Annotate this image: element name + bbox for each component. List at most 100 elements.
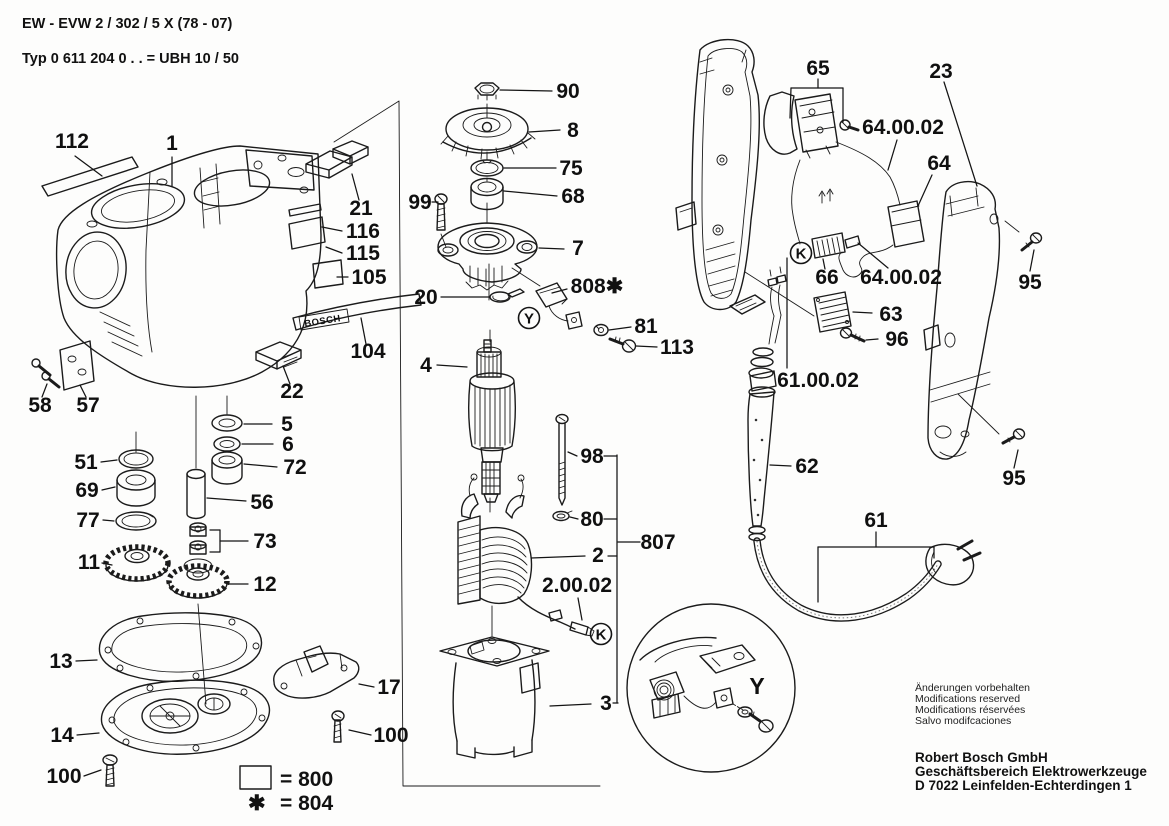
note-es: Salvo modifcaciones bbox=[915, 715, 1011, 727]
leader-line-66 bbox=[822, 258, 826, 270]
leader-line-100a bbox=[83, 769, 102, 777]
leader-line-100b bbox=[348, 729, 372, 736]
part-callout-80: 80 bbox=[580, 508, 603, 531]
company-address: D 7022 Leinfelden-Echterdingen 1 bbox=[915, 778, 1132, 793]
leader-line-112 bbox=[74, 155, 103, 177]
power-cord-drawing bbox=[753, 537, 982, 622]
part-callout-2.00.02: 2.00.02 bbox=[542, 574, 612, 597]
part-callout-99: 99 bbox=[408, 191, 431, 214]
part-callout-56: 56 bbox=[250, 491, 273, 514]
part-callout-64.00.02b: 64.00.02 bbox=[860, 266, 942, 289]
note-de: Änderungen vorbehalten bbox=[915, 682, 1030, 694]
part-callout-77: 77 bbox=[76, 509, 99, 532]
note-fr: Modifications réservées bbox=[915, 704, 1025, 716]
leader-line-23 bbox=[943, 81, 978, 187]
leader-line-116 bbox=[321, 226, 343, 232]
part-callout-72: 72 bbox=[283, 456, 306, 479]
leader-line-21 bbox=[351, 173, 360, 201]
leader-line-64.00.02b bbox=[857, 242, 889, 269]
part-callout-11: 11 bbox=[78, 551, 101, 574]
handle-switch-drawing bbox=[675, 39, 1043, 542]
legend: = 800 ✱ = 804 bbox=[239, 765, 333, 815]
leader-line-69 bbox=[101, 486, 116, 491]
part-callout-73: 73 bbox=[253, 530, 276, 553]
part-callout-3: 3 bbox=[600, 692, 612, 715]
part-callout-7: 7 bbox=[572, 237, 584, 260]
legend-asterisk-symbol: ✱ bbox=[248, 792, 266, 815]
part-callout-21: 21 bbox=[349, 197, 373, 220]
part-callout-23: 23 bbox=[929, 60, 952, 83]
doc-title-line1: EW - EVW 2 / 302 / 5 X (78 - 07) bbox=[22, 16, 232, 32]
leader-line-808 bbox=[551, 288, 568, 294]
part-callout-116: 116 bbox=[346, 220, 380, 243]
part-callout-807: 807 bbox=[640, 531, 675, 554]
leader-line-2.00.02 bbox=[577, 597, 583, 621]
leader-line-58 bbox=[41, 383, 48, 398]
detail-marker-K-2: K bbox=[796, 246, 807, 263]
part-callout-115: 115 bbox=[346, 242, 380, 265]
detail-marker-circle-K-1 bbox=[589, 622, 613, 646]
detail-marker-K-1: K bbox=[596, 627, 607, 644]
leader-line-2 bbox=[530, 555, 586, 559]
detail-marker-circle-Y-0 bbox=[517, 306, 541, 330]
footer-notes: Änderungen vorbehalten Modifications res… bbox=[915, 682, 1030, 727]
leader-line-8 bbox=[528, 129, 561, 133]
leader-line-80 bbox=[569, 516, 579, 520]
part-callout-69: 69 bbox=[75, 479, 98, 502]
leader-line-104 bbox=[360, 317, 367, 345]
gear-housing-drawing bbox=[31, 140, 422, 391]
leader-line-7 bbox=[538, 247, 565, 250]
doc-title-line2: Typ 0 611 204 0 . . = UBH 10 / 50 bbox=[22, 51, 239, 67]
legend-asterisk-value: = 804 bbox=[280, 792, 333, 815]
detail-marker-Y-0: Y bbox=[524, 311, 534, 328]
leader-line-3 bbox=[549, 703, 592, 707]
leader-line-77 bbox=[102, 519, 115, 522]
leader-line-98 bbox=[567, 451, 578, 457]
leader-line-96 bbox=[865, 338, 879, 341]
part-callout-64: 64 bbox=[927, 152, 951, 175]
part-callout-20: 20 bbox=[414, 286, 437, 309]
part-callout-63: 63 bbox=[879, 303, 902, 326]
leader-line-95b bbox=[1013, 449, 1019, 469]
cover-plate-drawing bbox=[98, 612, 360, 787]
part-callout-17: 17 bbox=[377, 676, 400, 699]
leader-line-51 bbox=[100, 459, 118, 463]
company-division: Geschäftsbereich Elektrowerkzeuge bbox=[915, 764, 1147, 779]
part-callout-808: 808✱ bbox=[571, 275, 624, 298]
legend-square-symbol bbox=[239, 765, 272, 790]
leader-line-72 bbox=[243, 463, 278, 468]
leader-line-68 bbox=[503, 190, 558, 197]
part-callout-61.00.02: 61.00.02 bbox=[777, 369, 859, 392]
leader-line-63 bbox=[852, 311, 873, 314]
part-callout-81: 81 bbox=[634, 315, 658, 338]
part-callout-58: 58 bbox=[28, 394, 52, 417]
part-callout-100a: 100 bbox=[46, 765, 81, 788]
part-callout-95a: 95 bbox=[1018, 271, 1042, 294]
footer-company: Robert Bosch GmbH Geschäftsbereich Elekt… bbox=[915, 750, 1147, 793]
part-callout-5: 5 bbox=[281, 413, 293, 436]
part-callout-61: 61 bbox=[864, 509, 888, 532]
part-callout-4: 4 bbox=[420, 354, 432, 377]
part-callout-100b: 100 bbox=[373, 724, 408, 747]
leader-line-56 bbox=[206, 497, 247, 502]
part-callout-57: 57 bbox=[76, 394, 99, 417]
leader-line-95a bbox=[1029, 249, 1035, 272]
part-callout-105: 105 bbox=[351, 266, 386, 289]
detail-inset-circle bbox=[626, 603, 796, 773]
part-callout-113: 113 bbox=[660, 336, 694, 359]
part-callout-98: 98 bbox=[580, 445, 604, 468]
leader-line-14 bbox=[76, 732, 100, 736]
company-name: Robert Bosch GmbH bbox=[915, 750, 1048, 765]
part-callout-66: 66 bbox=[815, 266, 838, 289]
leader-line-90 bbox=[499, 89, 553, 92]
part-callout-1: 1 bbox=[166, 132, 178, 155]
part-callout-6: 6 bbox=[282, 433, 294, 456]
part-callout-104: 104 bbox=[350, 340, 385, 363]
part-callout-64.00.02a: 64.00.02 bbox=[862, 116, 944, 139]
leader-line-113 bbox=[635, 345, 658, 348]
part-callout-22: 22 bbox=[280, 380, 303, 403]
part-callout-95b: 95 bbox=[1002, 467, 1026, 490]
section-divider-lines bbox=[333, 100, 601, 787]
